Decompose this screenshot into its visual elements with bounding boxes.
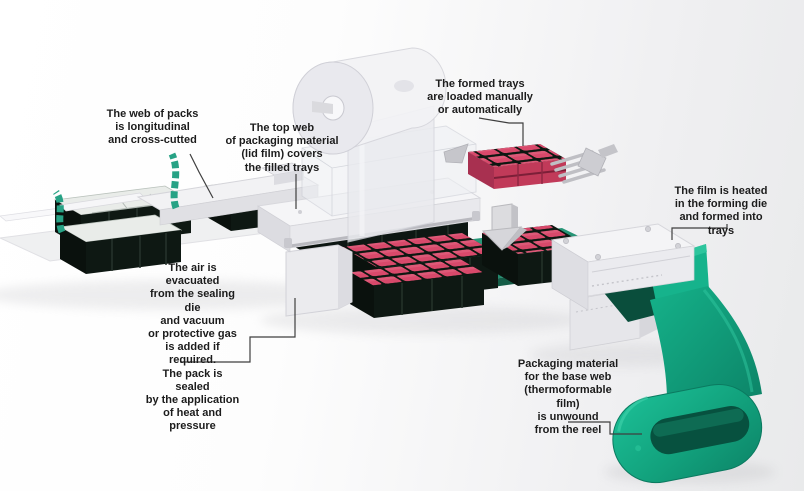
label-packaging-material: Packaging material for the base web (the… [517, 358, 619, 436]
leader-lines [180, 117, 728, 435]
label-film-heated: The film is heated in the forming die an… [674, 185, 768, 237]
label-formed-trays: The formed trays are loaded manually or … [427, 78, 533, 117]
scrap-strip [52, 152, 180, 234]
leader-packaging-material [568, 421, 642, 435]
base-film-reel-web [650, 286, 762, 412]
robot-gripper [550, 144, 618, 184]
leader-film-heated [671, 224, 728, 240]
down-arrow-icon [481, 203, 527, 251]
film-reel [612, 383, 763, 484]
leader-air-evacuated [180, 298, 296, 363]
label-air-evacuated: The air is evacuated from the sealing di… [145, 262, 240, 433]
lid-film-roll [292, 47, 447, 155]
forming-station [550, 223, 709, 351]
cross-cut-station [59, 162, 320, 226]
leader-formed-trays [478, 117, 524, 146]
label-web-of-packs: The web of packs is longitudinal and cro… [106, 108, 199, 147]
label-top-web: The top web of packaging material (lid f… [225, 122, 339, 174]
leader-web-of-packs [189, 153, 214, 199]
pink-product-stack [443, 143, 567, 189]
